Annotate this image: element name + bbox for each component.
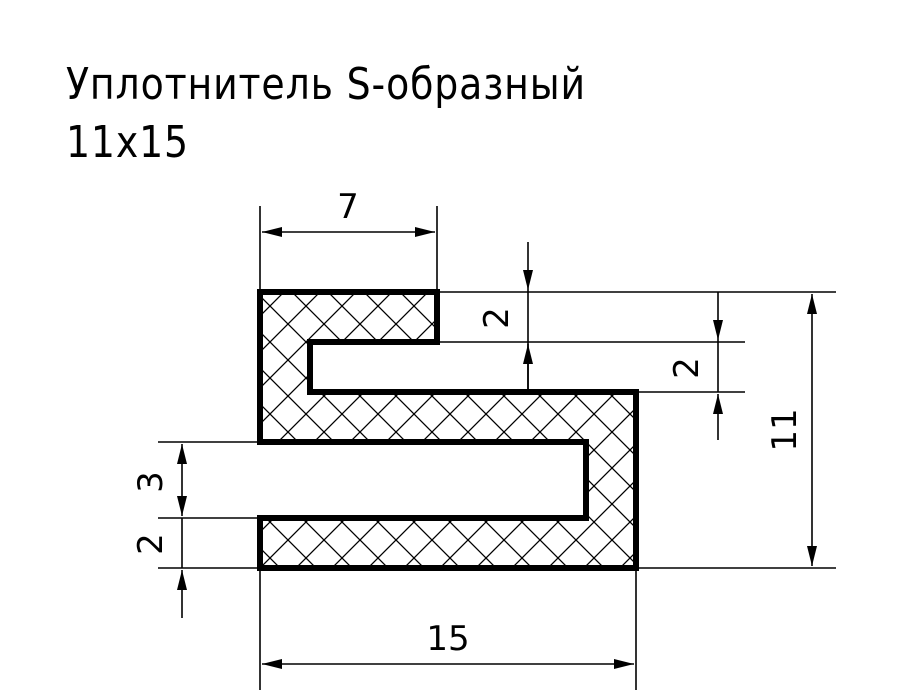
dimension-lines (177, 227, 817, 669)
title-line-size: 11х15 (66, 117, 189, 168)
seal-profile (257, 289, 639, 571)
title-line-name: Уплотнитель S-образный (66, 59, 586, 110)
extension-lines (158, 206, 836, 690)
dim-label-gap: 3 (131, 471, 171, 493)
dim-label-total-width: 15 (426, 619, 469, 659)
dim-label-slot: 2 (667, 357, 707, 379)
dim-label-top-flange: 2 (477, 307, 517, 329)
dim-label-top-width: 7 (337, 187, 359, 227)
dimension-labels: 7 2 2 11 3 2 15 (131, 187, 805, 659)
dim-label-bottom-flange: 2 (131, 533, 171, 555)
drawing-title: Уплотнитель S-образный 11х15 (66, 56, 586, 172)
dim-label-total-height: 11 (765, 408, 805, 451)
